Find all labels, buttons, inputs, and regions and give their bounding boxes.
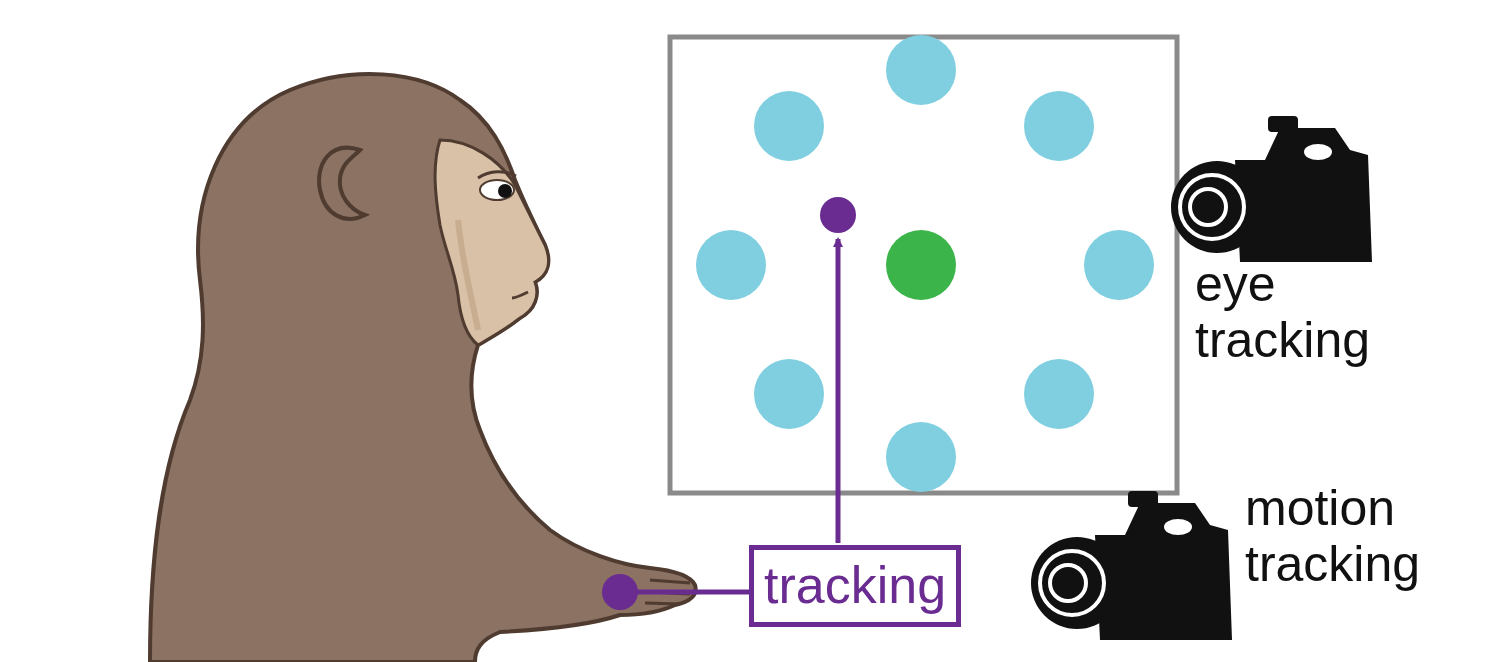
hand-marker [602, 574, 638, 610]
eye-camera-icon [1171, 116, 1372, 262]
camera-label: eye tracking [1195, 256, 1435, 368]
target-circles [696, 35, 1154, 492]
motion-camera-icon [1031, 491, 1232, 640]
camera-label: motion tracking [1245, 480, 1485, 592]
monkey-figure [150, 74, 696, 662]
screen-frame [670, 37, 1177, 493]
cursor-dot [820, 197, 856, 233]
cursor-arrow [836, 239, 841, 543]
center-target [886, 230, 956, 300]
box-text: tracking [764, 552, 946, 620]
hand-link [620, 590, 749, 595]
tracking-box: tracking [749, 545, 961, 627]
